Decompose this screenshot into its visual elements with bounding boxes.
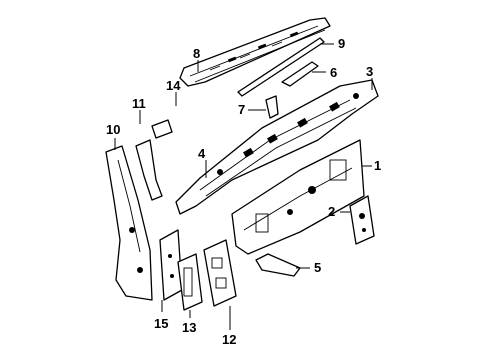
callout-13: 13 xyxy=(182,320,196,335)
small-brace xyxy=(265,95,279,119)
callout-2: 2 xyxy=(328,204,335,219)
callout-15: 15 xyxy=(154,316,168,331)
leader-lines xyxy=(114,43,373,330)
lower-bracket xyxy=(255,253,301,277)
weatherstrip-strip xyxy=(237,37,325,97)
dash-panel-upper xyxy=(175,79,379,215)
callout-8: 8 xyxy=(193,46,200,61)
callout-12: 12 xyxy=(222,332,236,347)
callout-14: 14 xyxy=(166,78,181,93)
callout-6: 6 xyxy=(330,65,337,80)
side-bracket xyxy=(349,195,375,245)
pillar-inner xyxy=(135,139,163,201)
callout-5: 5 xyxy=(314,260,321,275)
cowl-top-panel xyxy=(179,17,331,87)
small-bracket xyxy=(281,61,319,87)
callout-labels: 1 2 3 4 5 6 7 8 9 10 11 12 13 14 15 xyxy=(106,36,381,347)
reinforcement-plate xyxy=(177,253,203,311)
callout-11: 11 xyxy=(132,96,146,111)
callout-3: 3 xyxy=(366,64,373,79)
callout-1: 1 xyxy=(374,158,381,173)
callout-4: 4 xyxy=(198,146,206,161)
small-clip xyxy=(151,119,173,139)
dash-panel-lower xyxy=(231,139,365,255)
hinge-pillar xyxy=(203,239,237,307)
callout-10: 10 xyxy=(106,122,120,137)
callout-9: 9 xyxy=(338,36,345,51)
pillar-outer xyxy=(105,145,153,301)
callout-7: 7 xyxy=(238,102,245,117)
